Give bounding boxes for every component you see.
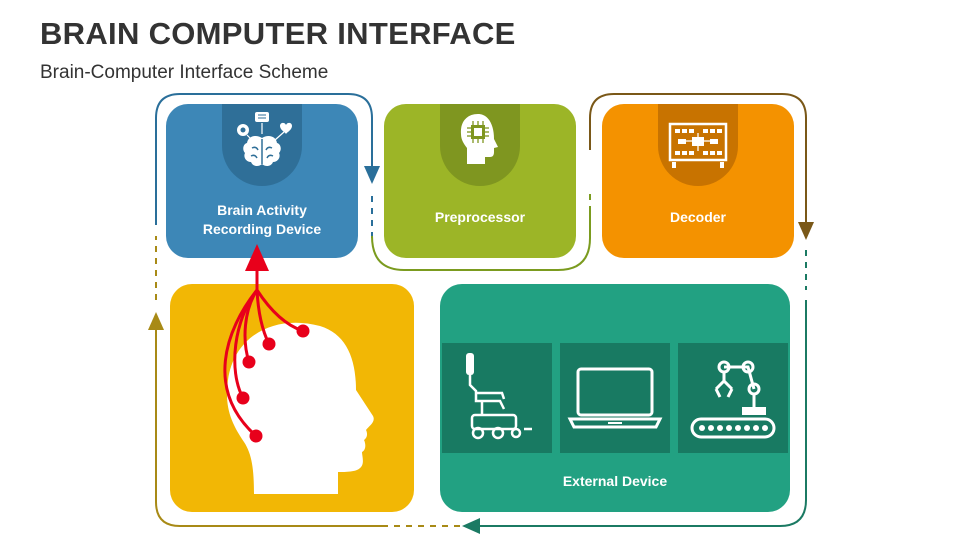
preprocessor-label: Preprocessor xyxy=(434,209,526,225)
recording-label-line1: Brain Activity xyxy=(217,202,307,218)
external-device-box: External Device xyxy=(440,284,790,512)
recording-icon-tab xyxy=(222,104,302,186)
laptop-icon xyxy=(567,367,663,429)
decoder-label: Decoder xyxy=(669,209,727,225)
page-subtitle: Brain-Computer Interface Scheme xyxy=(40,62,329,83)
wheelchair-icon xyxy=(466,353,532,440)
human-head-icon xyxy=(226,322,374,494)
recording-device-label: Brain Activity Recording Device xyxy=(166,201,358,239)
preprocessor-icon-tab xyxy=(440,104,520,186)
recording-label-line2: Recording Device xyxy=(202,221,322,237)
wheelchair-tile xyxy=(442,343,552,453)
laptop-tile xyxy=(560,343,670,453)
robotic-arm-tile xyxy=(678,343,788,453)
decoder-box: Decoder xyxy=(602,104,794,258)
external-device-label: External Device xyxy=(562,473,668,489)
user-head-box xyxy=(170,284,414,512)
recording-device-box: Brain Activity Recording Device xyxy=(166,104,358,258)
robotic-arm-icon xyxy=(690,360,776,439)
brain-icon xyxy=(237,112,292,167)
head-chip-icon xyxy=(460,114,498,164)
decoder-icon-tab xyxy=(658,104,738,186)
circuit-board-icon xyxy=(668,122,728,168)
page-title: BRAIN COMPUTER INTERFACE xyxy=(40,16,516,51)
preprocessor-box: Preprocessor xyxy=(384,104,576,258)
